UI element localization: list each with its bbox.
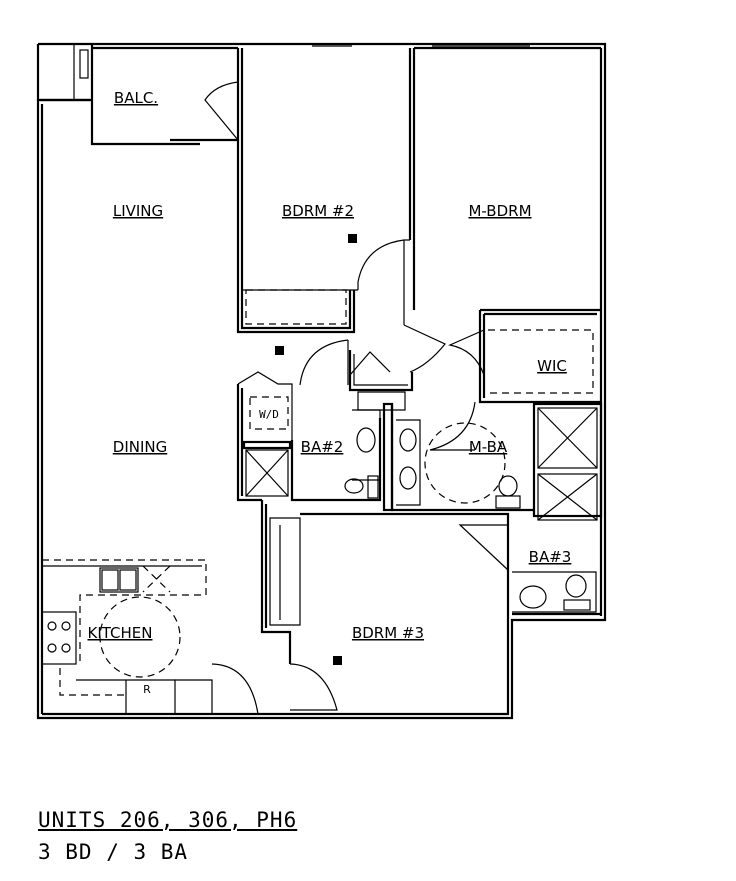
washer-dryer-closet: W/D (236, 371, 293, 502)
walk-in-closet (448, 310, 601, 404)
master-bedroom-label: M-BDRM (468, 202, 531, 220)
kitchen-label: KITCHEN (88, 624, 153, 642)
master-bath-label: M-BA (469, 438, 508, 456)
hall-closets (299, 339, 414, 411)
bath-2 (290, 409, 382, 502)
bed-bath-summary: 3 BD / 3 BA (38, 840, 189, 864)
master-bath (382, 401, 603, 521)
refrigerator-label: R (143, 683, 151, 696)
bedroom-2-walls (236, 45, 416, 334)
bath-2-label: BA#2 (301, 438, 344, 456)
balcony-label: BALC. (114, 89, 158, 107)
bedroom-3-label: BDRM #3 (352, 624, 424, 642)
living-label: LIVING (113, 202, 163, 220)
master-bedroom-walls (403, 45, 601, 373)
units-caption: UNITS 206, 306, PH6 (38, 808, 298, 832)
bath-3-label: BA#3 (529, 548, 572, 566)
bath-3 (458, 524, 601, 620)
dining-label: DINING (113, 438, 167, 456)
bedroom-2-label: BDRM #2 (282, 202, 354, 220)
bedroom-3-walls (260, 500, 510, 715)
washer-dryer-label: W/D (259, 408, 279, 421)
wic-label: WIC (537, 357, 567, 375)
electrical-markers (275, 234, 357, 665)
kitchen-area: R (41, 559, 259, 715)
outer-walls (36, 42, 607, 720)
